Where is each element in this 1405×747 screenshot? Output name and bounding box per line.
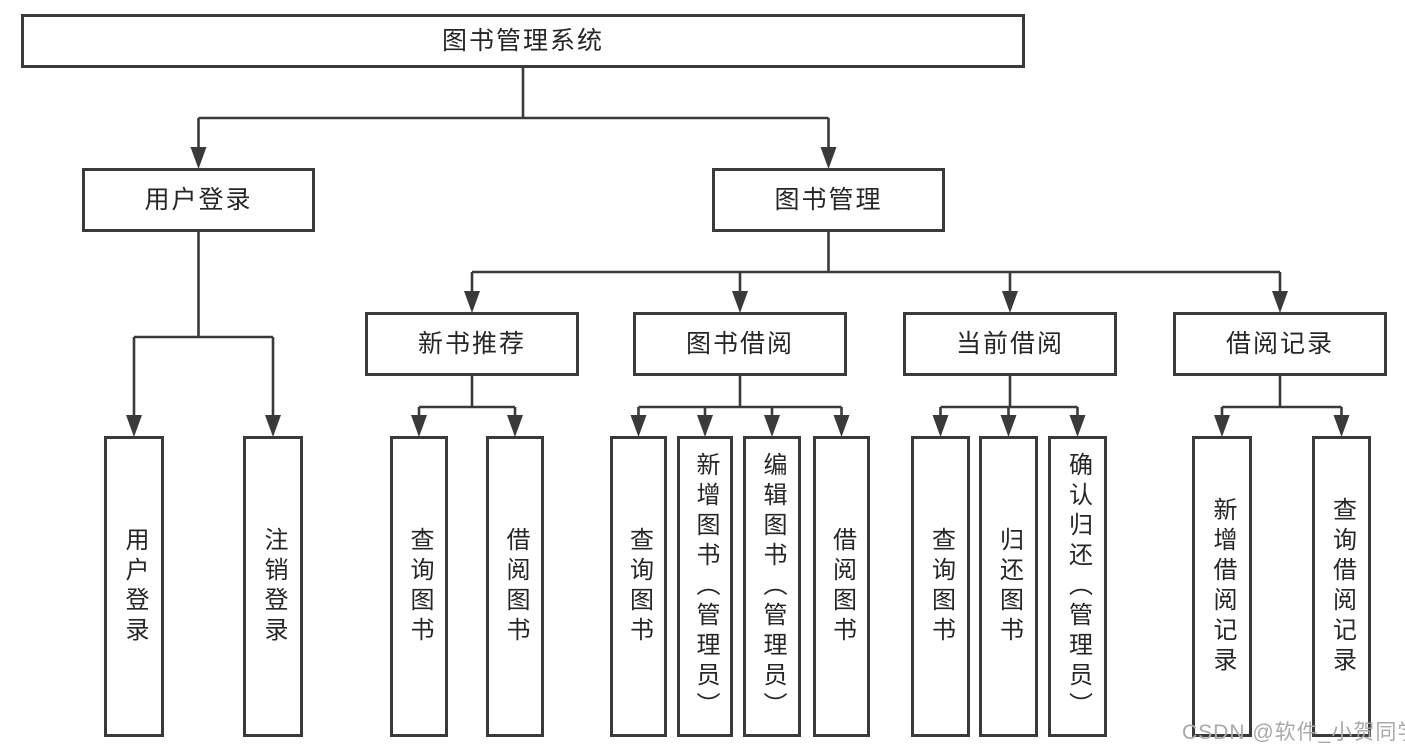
arrowhead-leaf-query-books-rec (411, 415, 427, 437)
arrowhead-leaf-query-books-borrow (630, 415, 647, 437)
node-label: 注销登录 (260, 526, 287, 647)
node-label: 查询图书 (625, 526, 653, 647)
node-leaf-query-books-rec: 查询图书 (390, 436, 448, 737)
arrowhead-leaf-return-books (1000, 415, 1017, 437)
node-label: 归还图书 (995, 526, 1023, 647)
node-leaf-borrow-books: 借阅图书 (813, 436, 870, 737)
arrowhead-new-book-recommend (464, 291, 480, 313)
node-book-management: 图书管理 (712, 168, 945, 232)
node-label: 用户登录 (144, 185, 253, 214)
arrowhead-borrowing-records (1272, 291, 1288, 313)
arrowhead-book-borrowing (732, 291, 748, 313)
node-label: 查询图书 (927, 526, 955, 647)
arrowhead-user-login (190, 147, 207, 169)
node-root: 图书管理系统 (21, 14, 1025, 68)
node-leaf-confirm-return: 确认归还（管理员） (1048, 436, 1107, 737)
node-label: 借阅记录 (1225, 329, 1334, 358)
node-leaf-user-login: 用户登录 (104, 436, 164, 737)
arrowhead-leaf-query-books-current (932, 415, 949, 437)
node-leaf-add-books: 新增图书（管理员） (677, 436, 733, 737)
node-leaf-query-borrow-record: 查询借阅记录 (1312, 436, 1371, 737)
node-label: 新增图书（管理员） (692, 451, 719, 722)
node-leaf-logout: 注销登录 (243, 436, 303, 737)
arrowhead-leaf-add-books (697, 415, 713, 437)
node-leaf-query-books-borrow: 查询图书 (610, 436, 667, 737)
node-label: 新书推荐 (417, 329, 526, 358)
arrowhead-leaf-confirm-return (1069, 415, 1086, 437)
node-label: 确认归还（管理员） (1064, 451, 1092, 722)
node-new-book-recommend: 新书推荐 (365, 312, 579, 376)
node-book-borrowing: 图书借阅 (633, 312, 847, 376)
node-label: 借阅图书 (828, 526, 856, 647)
node-leaf-return-books: 归还图书 (979, 436, 1038, 737)
node-label: 图书借阅 (685, 329, 794, 358)
arrowhead-leaf-query-borrow-record (1333, 415, 1350, 437)
node-label: 图书管理系统 (441, 26, 604, 55)
watermark: CSDN @软件_小贺同学 (1182, 721, 1405, 744)
node-label: 新增借阅记录 (1209, 496, 1236, 677)
arrowhead-current-borrowing (1002, 291, 1018, 313)
node-user-login: 用户登录 (82, 168, 315, 232)
arrowhead-leaf-add-borrow-record (1214, 415, 1230, 437)
node-current-borrowing: 当前借阅 (903, 312, 1117, 376)
node-leaf-edit-books: 编辑图书（管理员） (743, 436, 801, 737)
node-label: 查询借阅记录 (1328, 496, 1356, 677)
node-label: 用户登录 (121, 526, 148, 647)
node-leaf-borrow-books-rec: 借阅图书 (486, 436, 544, 737)
arrowhead-leaf-borrow-books (833, 415, 850, 437)
node-label: 借阅图书 (502, 526, 529, 647)
node-borrowing-records: 借阅记录 (1173, 312, 1387, 376)
node-leaf-query-books-current: 查询图书 (911, 436, 970, 737)
node-label: 查询图书 (406, 526, 433, 647)
node-label: 当前借阅 (955, 329, 1064, 358)
arrowhead-leaf-borrow-books-rec (507, 415, 523, 437)
node-leaf-add-borrow-record: 新增借阅记录 (1192, 436, 1252, 737)
node-label: 编辑图书（管理员） (759, 451, 786, 722)
arrowhead-leaf-edit-books (764, 415, 780, 437)
arrowhead-book-management (820, 147, 837, 169)
node-label: 图书管理 (774, 185, 883, 214)
arrowhead-leaf-logout (265, 415, 281, 437)
arrowhead-leaf-user-login (126, 415, 142, 437)
